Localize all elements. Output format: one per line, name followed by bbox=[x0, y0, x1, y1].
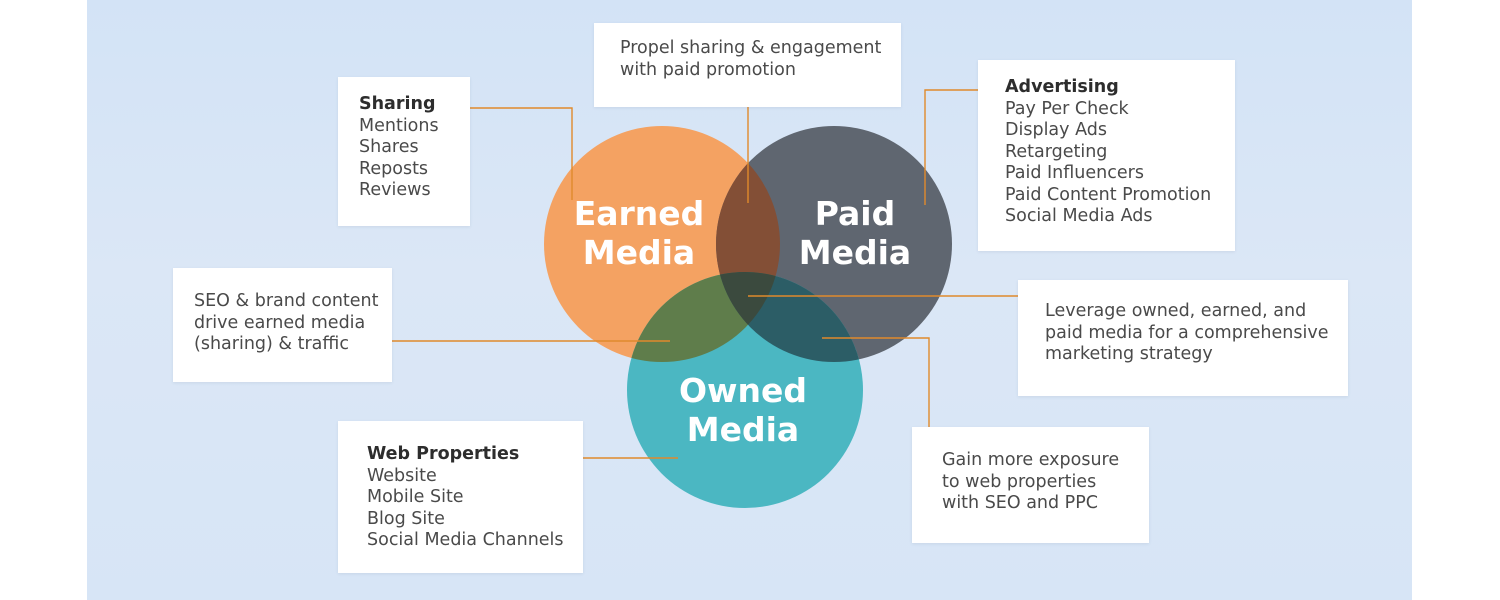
sharing-item: Reposts bbox=[359, 158, 429, 179]
paid-media-label: Paid Media bbox=[745, 194, 965, 272]
owned-media-label: Owned Media bbox=[633, 371, 853, 449]
web-properties-box: Web Properties Website Mobile Site Blog … bbox=[338, 421, 583, 573]
advertising-item: Display Ads bbox=[1005, 120, 1107, 140]
web-properties-heading: Web Properties bbox=[367, 444, 520, 464]
paid-media-label-line2: Media bbox=[798, 233, 912, 272]
exposure-line: to web properties bbox=[942, 471, 1097, 492]
seo-line: drive earned media bbox=[194, 312, 366, 333]
sharing-heading: Sharing bbox=[359, 94, 436, 114]
seo-box: SEO & brand content drive earned media (… bbox=[173, 268, 392, 382]
connector-advertising bbox=[924, 89, 991, 205]
seo-line: SEO & brand content bbox=[194, 291, 379, 311]
leverage-line: Leverage owned, earned, and bbox=[1045, 301, 1307, 321]
connector-exposure bbox=[822, 337, 930, 445]
leverage-box: Leverage owned, earned, and paid media f… bbox=[1018, 280, 1348, 396]
advertising-heading: Advertising bbox=[1005, 77, 1119, 97]
earned-media-label: Earned Media bbox=[529, 194, 749, 272]
connector-sharing bbox=[448, 107, 573, 200]
propel-line: with paid promotion bbox=[620, 59, 796, 80]
exposure-box: Gain more exposure to web properties wit… bbox=[912, 427, 1149, 543]
paid-media-label-line1: Paid bbox=[814, 194, 896, 233]
leverage-line: marketing strategy bbox=[1045, 344, 1213, 364]
sharing-item: Mentions bbox=[359, 115, 439, 136]
advertising-item: Retargeting bbox=[1005, 141, 1108, 162]
exposure-line: Gain more exposure bbox=[942, 450, 1120, 470]
earned-owned-overlap bbox=[627, 272, 780, 362]
web-properties-item: Social Media Channels bbox=[367, 530, 564, 550]
advertising-box: Advertising Pay Per Check Display Ads Re… bbox=[978, 60, 1235, 251]
seo-line: (sharing) & traffic bbox=[194, 334, 349, 354]
advertising-item: Paid Content Promotion bbox=[1005, 184, 1212, 205]
web-properties-item: Blog Site bbox=[367, 508, 445, 529]
web-properties-item: Mobile Site bbox=[367, 487, 464, 507]
propel-box: Propel sharing & engagement with paid pr… bbox=[594, 23, 901, 107]
sharing-box: Sharing Mentions Shares Reposts Reviews bbox=[338, 77, 470, 226]
leverage-line: paid media for a comprehensive bbox=[1045, 322, 1329, 343]
propel-line: Propel sharing & engagement bbox=[620, 38, 882, 58]
web-properties-item: Website bbox=[367, 465, 437, 486]
advertising-item: Pay Per Check bbox=[1005, 98, 1129, 119]
owned-media-label-line2: Media bbox=[686, 410, 800, 449]
paid-owned-overlap bbox=[716, 272, 863, 362]
sharing-item: Reviews bbox=[359, 180, 431, 200]
sharing-item: Shares bbox=[359, 137, 419, 157]
owned-media-label-line1: Owned bbox=[678, 371, 808, 410]
earned-media-label-line1: Earned bbox=[573, 194, 705, 233]
advertising-item: Social Media Ads bbox=[1005, 206, 1153, 226]
exposure-line: with SEO and PPC bbox=[942, 493, 1099, 513]
earned-media-label-line2: Media bbox=[582, 233, 696, 272]
advertising-item: Paid Influencers bbox=[1005, 163, 1144, 183]
